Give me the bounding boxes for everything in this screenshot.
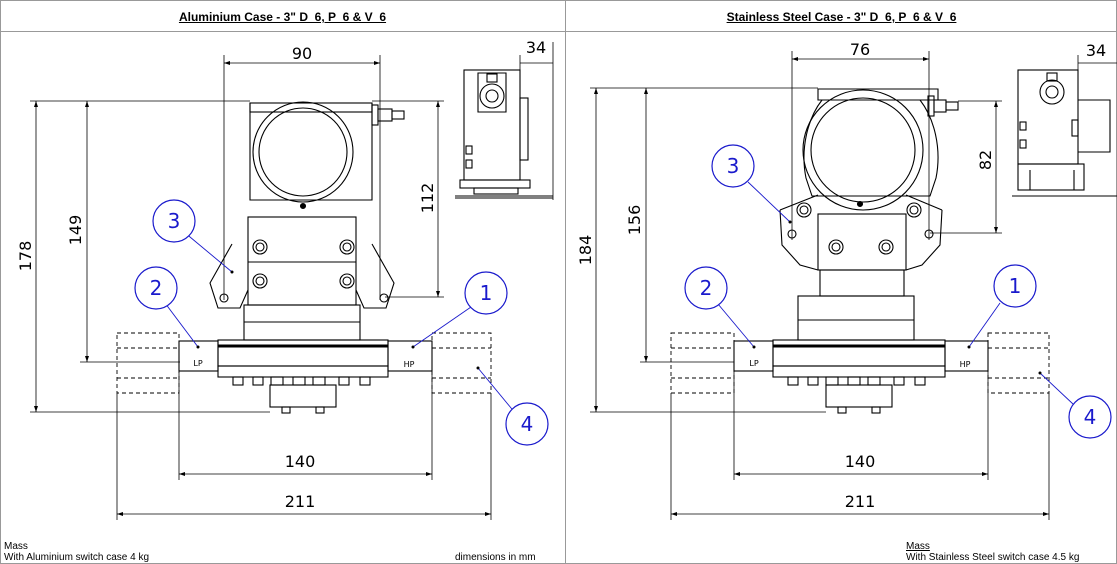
right-process-pipes bbox=[670, 332, 1050, 394]
left-callout-2-label: 2 bbox=[150, 276, 163, 300]
right-callout-dots bbox=[752, 220, 1042, 375]
right-callout-4: 4 bbox=[1068, 395, 1112, 439]
right-side-view bbox=[1012, 69, 1117, 197]
left-dimension-lines bbox=[30, 42, 554, 520]
left-dim-width-top: 90 bbox=[292, 44, 312, 63]
left-callout-1-label: 1 bbox=[480, 281, 493, 305]
right-mass-label: Mass bbox=[906, 541, 930, 552]
left-callout-4: 4 bbox=[505, 402, 549, 446]
right-callout-3: 3 bbox=[711, 144, 755, 188]
right-callout-1: 1 bbox=[993, 264, 1037, 308]
left-callout-2: 2 bbox=[134, 266, 178, 310]
right-port-hp: HP bbox=[960, 360, 971, 369]
right-dim-height-mid: 156 bbox=[625, 205, 644, 236]
right-callout-4-label: 4 bbox=[1084, 405, 1097, 429]
left-mass-text: With Aluminium switch case 4 kg bbox=[4, 552, 150, 563]
right-port-lp: LP bbox=[749, 359, 758, 368]
left-callout-1: 1 bbox=[464, 271, 508, 315]
right-dim-bottom-inner: 140 bbox=[845, 452, 876, 471]
right-callout-3-label: 3 bbox=[727, 154, 740, 178]
left-callout-dots bbox=[196, 270, 480, 370]
left-process-pipes bbox=[116, 332, 492, 394]
right-dim-width-top: 76 bbox=[850, 40, 870, 59]
right-dim-side-width: 34 bbox=[1086, 41, 1106, 60]
left-dim-side-width: 34 bbox=[526, 38, 546, 57]
right-dim-bottom-outer: 211 bbox=[845, 492, 876, 511]
right-callout-1-label: 1 bbox=[1009, 274, 1022, 298]
left-callout-3: 3 bbox=[152, 199, 196, 243]
left-dim-bottom-inner: 140 bbox=[285, 452, 316, 471]
right-callout-leaders bbox=[717, 181, 1074, 405]
right-dimension-arrows bbox=[594, 57, 1049, 516]
left-callout-leaders bbox=[164, 231, 517, 415]
left-instrument bbox=[178, 101, 433, 414]
left-callout-4-label: 4 bbox=[521, 412, 534, 436]
right-dim-height-total: 184 bbox=[576, 235, 595, 266]
left-dim-bottom-outer: 211 bbox=[285, 492, 316, 511]
left-port-lp: LP bbox=[193, 359, 202, 368]
left-mass-label: Mass bbox=[4, 541, 28, 552]
left-dim-height-total: 178 bbox=[16, 241, 35, 272]
right-callout-2-label: 2 bbox=[700, 276, 713, 300]
left-dim-height-right: 112 bbox=[418, 183, 437, 214]
right-dimension-lines bbox=[590, 51, 1117, 520]
left-side-view bbox=[455, 69, 553, 199]
right-dim-height-right: 82 bbox=[976, 150, 995, 170]
left-port-hp: HP bbox=[404, 360, 415, 369]
left-dim-height-mid: 149 bbox=[66, 215, 85, 246]
right-callout-2: 2 bbox=[684, 266, 728, 310]
left-callout-3-label: 3 bbox=[168, 209, 181, 233]
right-mass-text: With Stainless Steel switch case 4.5 kg bbox=[906, 552, 1080, 563]
units-note: dimensions in mm bbox=[455, 552, 536, 563]
right-instrument bbox=[733, 88, 989, 414]
left-dimension-arrows bbox=[34, 61, 491, 516]
left-panel-title: Aluminium Case - 3" D_6, P_6 & V_6 bbox=[178, 10, 387, 24]
right-panel-title: Stainless Steel Case - 3" D_6, P_6 & V_6 bbox=[726, 10, 957, 24]
